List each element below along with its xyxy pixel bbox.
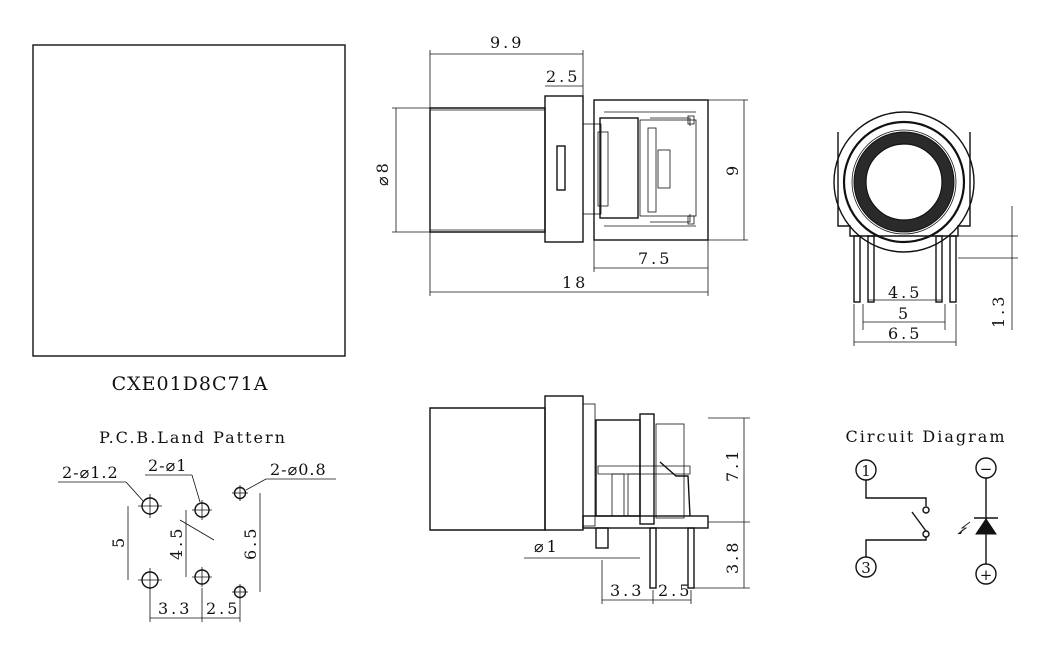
land-dim-6-5: 6.5 [241, 526, 260, 560]
side-dim-2-5: 2.5 [546, 67, 580, 86]
land-label-mid-holes: 2-⌀1 [148, 456, 187, 475]
land-label-small-holes: 2-⌀0.8 [270, 460, 327, 479]
switch-symbol-icon [865, 480, 930, 557]
land-holes [138, 485, 248, 600]
bottom-dim-3-8: 3.8 [723, 540, 742, 574]
land-pattern-title: P.C.B.Land Pattern [99, 428, 287, 447]
land-pattern: P.C.B.Land Pattern 2-⌀1.2 2-⌀1 2-⌀0.8 [58, 428, 336, 622]
side-dim-9-9: 9.9 [490, 33, 524, 52]
bottom-view: ⌀1 7.1 3.8 3.3 2.5 [429, 395, 750, 604]
land-dim-5: 5 [109, 535, 128, 548]
land-dim-3-3: 3.3 [158, 599, 192, 618]
land-label-large-holes: 2-⌀1.2 [62, 463, 119, 482]
bottom-dim-3-3: 3.3 [610, 581, 644, 600]
side-view: 9.9 2.5 ⌀8 9 7. [373, 33, 748, 296]
side-dim-18: 18 [562, 273, 588, 292]
circuit-pin-1: 1 [861, 462, 871, 480]
part-number: CXE01D8C71A [112, 373, 269, 395]
circuit-plus: + [980, 566, 993, 584]
front-dim-6-5: 6.5 [888, 324, 922, 343]
side-dim-7-5: 7.5 [638, 249, 672, 268]
circuit-diagram: Circuit Diagram 1 3 − + [846, 427, 1007, 585]
bottom-dim-2-5: 2.5 [658, 581, 692, 600]
circuit-minus: − [980, 460, 993, 478]
front-view: 4.5 5 6.5 1.3 [833, 111, 1018, 346]
side-dim-dia-8: ⌀8 [373, 160, 392, 186]
front-dim-1-3: 1.3 [989, 294, 1008, 328]
bottom-dim-dia-1: ⌀1 [534, 537, 560, 556]
front-dim-5: 5 [898, 304, 911, 323]
circuit-title: Circuit Diagram [846, 427, 1007, 446]
front-dim-4-5: 4.5 [888, 283, 922, 302]
side-dim-9: 9 [723, 163, 742, 176]
bottom-dim-7-1: 7.1 [723, 448, 742, 482]
led-symbol-icon [957, 478, 998, 564]
product-image-frame [32, 44, 346, 357]
land-dim-4-5: 4.5 [167, 526, 186, 560]
land-dim-2-5: 2.5 [206, 599, 240, 618]
circuit-pin-3: 3 [861, 559, 871, 577]
